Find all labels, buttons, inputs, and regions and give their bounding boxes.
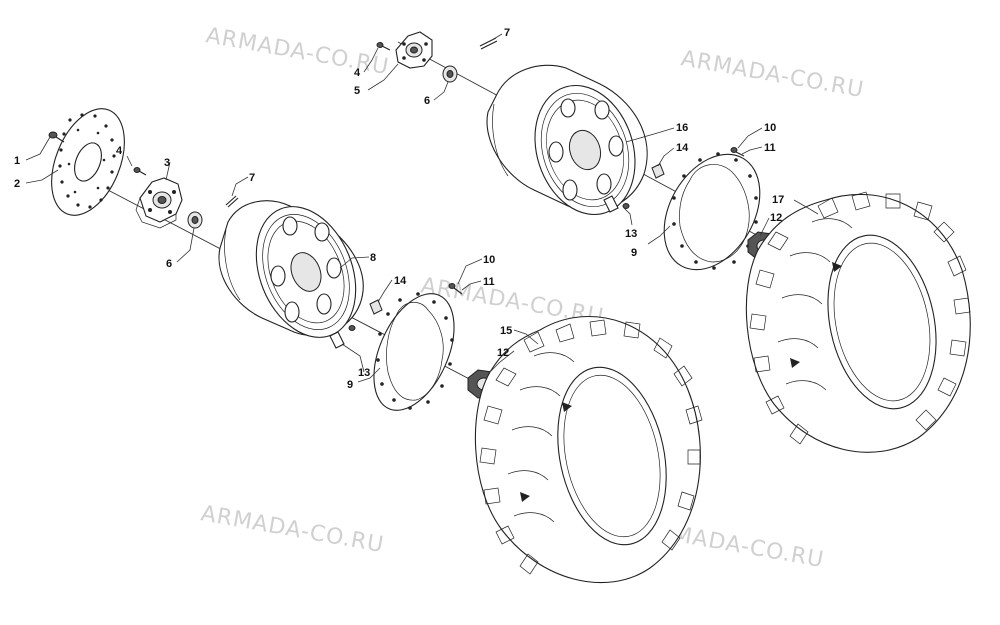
callout-10-right: 10 — [764, 122, 776, 134]
callout-12-right: 12 — [770, 212, 782, 224]
hub-right — [395, 31, 433, 69]
callout-12-left: 12 — [497, 347, 509, 359]
hub-bolt-right — [376, 42, 391, 51]
callout-16: 16 — [676, 122, 688, 134]
callout-17: 17 — [772, 194, 784, 206]
leader-lines — [25, 33, 819, 383]
cotter-pin-left — [225, 195, 239, 208]
valve-stem-left — [329, 325, 356, 349]
rim-right — [486, 64, 648, 216]
ring-bolt-right — [730, 147, 745, 157]
callout-14-right: 14 — [676, 142, 689, 154]
callout-7-left: 7 — [249, 172, 255, 184]
callout-1: 1 — [14, 155, 20, 167]
callout-11-left: 11 — [483, 276, 495, 288]
callout-6-right: 6 — [424, 95, 430, 107]
callout-9-right: 9 — [631, 247, 637, 259]
callout-9-left: 9 — [347, 379, 353, 391]
callout-4-right: 4 — [354, 67, 361, 79]
callout-13-right: 13 — [625, 228, 637, 240]
watermark-2: ARMADA-CO.RU — [679, 46, 866, 103]
callout-4-left: 4 — [116, 145, 123, 157]
axle-nut-left — [187, 211, 203, 229]
callout-5: 5 — [354, 85, 360, 97]
callout-labels: 1 2 4 3 6 7 8 14 13 9 10 11 12 15 4 5 6 … — [14, 27, 784, 391]
axle-nut-right — [442, 65, 458, 83]
beadlock-ring-right — [663, 152, 761, 271]
valve-stem-right — [603, 195, 630, 213]
cotter-pin-right — [479, 37, 498, 50]
watermark-4: ARMADA-CO.RU — [199, 501, 386, 558]
callout-10-left: 10 — [483, 254, 495, 266]
tire-right — [745, 191, 971, 453]
callout-8: 8 — [370, 252, 376, 264]
ring-bolt-left — [448, 283, 463, 295]
tire-left — [474, 316, 703, 584]
callout-2: 2 — [14, 178, 20, 190]
callout-7-right: 7 — [504, 27, 510, 39]
watermark-1: ARMADA-CO.RU — [204, 23, 391, 80]
callout-13-left: 13 — [358, 367, 370, 379]
disc-bolt-left — [48, 131, 65, 143]
callout-14-left: 14 — [394, 275, 407, 287]
rim-left — [218, 200, 364, 338]
callout-15: 15 — [500, 325, 512, 337]
callout-11-right: 11 — [764, 142, 776, 154]
hub-bolt-left — [133, 167, 147, 176]
callout-6-left: 6 — [166, 258, 172, 270]
lug-nut-right — [651, 163, 665, 179]
lug-nut-left — [369, 299, 383, 315]
brake-disc-left — [51, 108, 125, 216]
callout-3: 3 — [164, 157, 170, 169]
beadlock-ring-left — [373, 292, 455, 411]
hub-left — [135, 177, 183, 229]
